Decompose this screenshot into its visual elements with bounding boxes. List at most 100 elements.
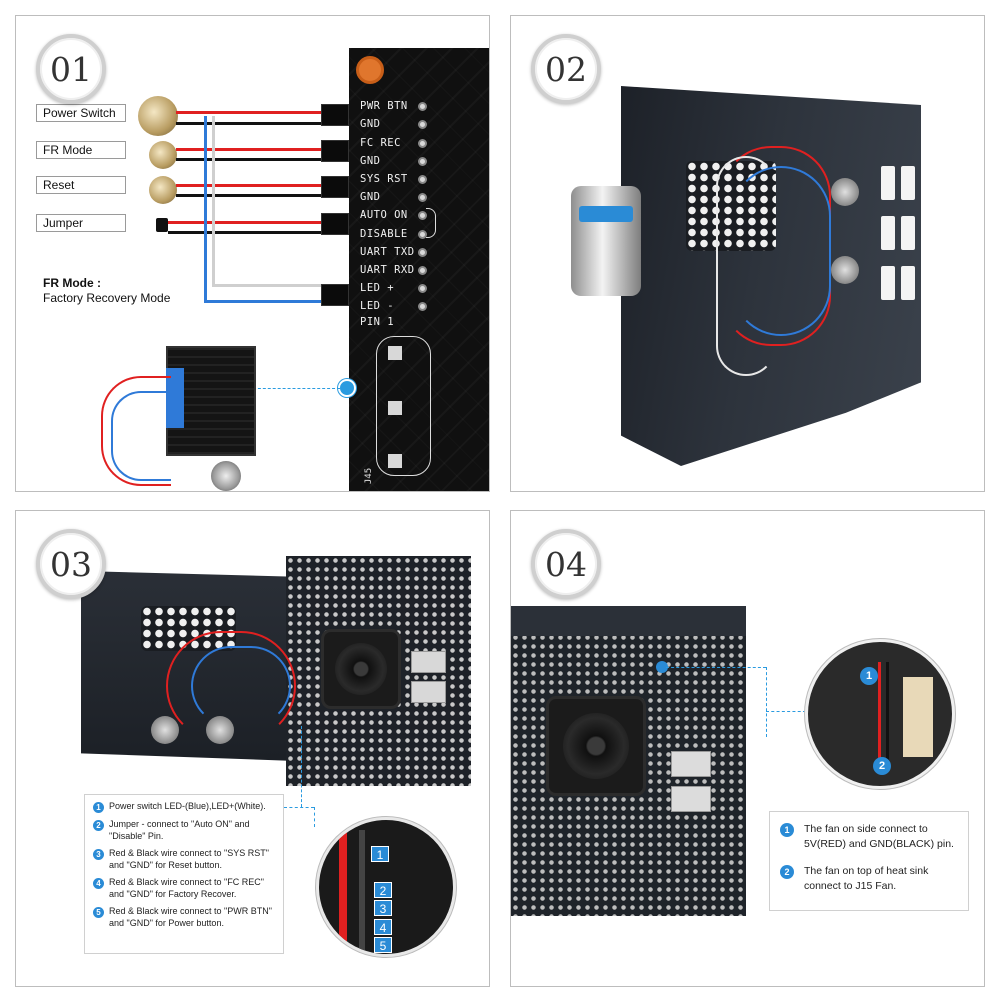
mounting-hole (356, 56, 384, 84)
callout-line (248, 388, 340, 389)
pin-label: UART RXD (360, 264, 415, 276)
pin-label: FC REC (360, 137, 401, 149)
step-number-badge: 03 (36, 529, 106, 599)
io-slot (901, 216, 915, 250)
legend-item: 1 Power switch LED-(Blue),LED+(White). (93, 801, 275, 813)
pin-dot (418, 102, 427, 111)
label-jumper: Jumper (36, 214, 126, 232)
pin-dot (418, 302, 427, 311)
wire-red (176, 148, 321, 151)
fan-instructions: 1 The fan on side connect to 5V(RED) and … (769, 811, 969, 911)
zoom-tag: 2 (873, 757, 891, 775)
header-connector (321, 284, 349, 306)
mounted-button (151, 716, 179, 744)
heatsink-fan (546, 696, 646, 796)
fr-mode-note-title: FR Mode : (43, 276, 101, 290)
legend-number: 3 (93, 849, 104, 860)
pin-dot (418, 157, 427, 166)
instruction-number: 1 (780, 823, 794, 837)
legend-number: 1 (93, 802, 104, 813)
usb-port (671, 751, 711, 777)
label-fr-mode: FR Mode (36, 141, 126, 159)
zoom-callout-fan-pins: 1 2 (805, 639, 955, 789)
case-top-edge (511, 606, 746, 636)
mounted-button (831, 256, 859, 284)
legend-text: Jumper - connect to "Auto ON" and "Disab… (109, 819, 250, 841)
callout-dot (338, 379, 356, 397)
callout-line (666, 667, 766, 668)
instruction-text: The fan on side connect to 5V(RED) and G… (804, 823, 954, 850)
jumper-image (156, 218, 168, 232)
io-slot (881, 166, 895, 200)
legend-text: Power switch LED-(Blue),LED+(White). (109, 801, 266, 811)
wire-blue (204, 300, 322, 303)
wire-bundle (101, 376, 171, 486)
wire-black (168, 231, 321, 234)
wire-red (176, 184, 321, 187)
mounted-button (831, 178, 859, 206)
wire-red (339, 830, 347, 954)
pin-dot (418, 193, 427, 202)
step-number-badge: 02 (531, 34, 601, 104)
usb-port (411, 681, 446, 703)
footprint-outline (376, 336, 431, 476)
jumper-bracket (426, 208, 436, 238)
wire-blue (204, 116, 207, 301)
pin-label: AUTO ON (360, 209, 408, 221)
header-connector (321, 213, 349, 235)
metal-case-side (621, 86, 921, 466)
instruction-item: 2 The fan on top of heat sink connect to … (780, 864, 958, 894)
wire-blue (191, 646, 291, 726)
wire-red (168, 221, 321, 224)
wire-white (716, 156, 776, 376)
instruction-number: 2 (780, 865, 794, 879)
wire-red (176, 111, 321, 114)
wire-black (886, 662, 889, 772)
label-reset: Reset (36, 176, 126, 194)
wire-black (176, 122, 321, 125)
wire-red (166, 631, 296, 741)
wire-bundle (111, 391, 171, 481)
wire-black (359, 830, 365, 954)
wire-white (212, 284, 322, 287)
callout-line (766, 667, 767, 737)
legend-number: 2 (93, 820, 104, 831)
header-connector (321, 140, 349, 162)
pin-label: GND (360, 155, 381, 167)
zoom-callout-connectors: 1 2 3 4 5 (316, 817, 456, 957)
pin-label: GND (360, 191, 381, 203)
power-switch-image (138, 96, 178, 136)
legend-item: 4 Red & Black wire connect to "FC REC" an… (93, 877, 275, 900)
callout-line (766, 711, 806, 712)
usb-port (671, 786, 711, 812)
callout-line (284, 807, 314, 808)
legend-text: Red & Black wire connect to "SYS RST" an… (109, 848, 269, 870)
label-power-switch: Power Switch (36, 104, 126, 122)
pin-dot (418, 139, 427, 148)
zoom-tag: 1 (371, 846, 389, 862)
panel-step-3: 03 1 Power switch LED-(Blue),LED+(White).… (15, 510, 490, 987)
zoom-tag: 4 (374, 919, 392, 935)
panel-step-1: 01 Power Switch FR Mode Reset Jumper FR … (15, 15, 490, 492)
fr-mode-note-text: Factory Recovery Mode (43, 291, 171, 305)
fr-button-image (149, 141, 177, 169)
pin-dot (418, 248, 427, 257)
instruction-item: 1 The fan on side connect to 5V(RED) and … (780, 822, 958, 852)
io-slot (901, 266, 915, 300)
pin-label: LED + (360, 282, 395, 294)
instruction-text: The fan on top of heat sink connect to J… (804, 865, 929, 892)
legend-number: 4 (93, 878, 104, 889)
callout-line (314, 807, 315, 827)
legend-item: 3 Red & Black wire connect to "SYS RST" a… (93, 848, 275, 871)
zoom-tag: 2 (374, 882, 392, 898)
reset-button-image (149, 176, 177, 204)
solder-pad (388, 401, 402, 415)
pin-label: LED - (360, 300, 395, 312)
pin-dot (418, 284, 427, 293)
zoom-tag: 5 (374, 937, 392, 953)
legend-text: Red & Black wire connect to "FC REC" and… (109, 877, 264, 899)
panel-step-2: 02 (510, 15, 985, 492)
pin-dot (418, 175, 427, 184)
usb-port (411, 651, 446, 673)
